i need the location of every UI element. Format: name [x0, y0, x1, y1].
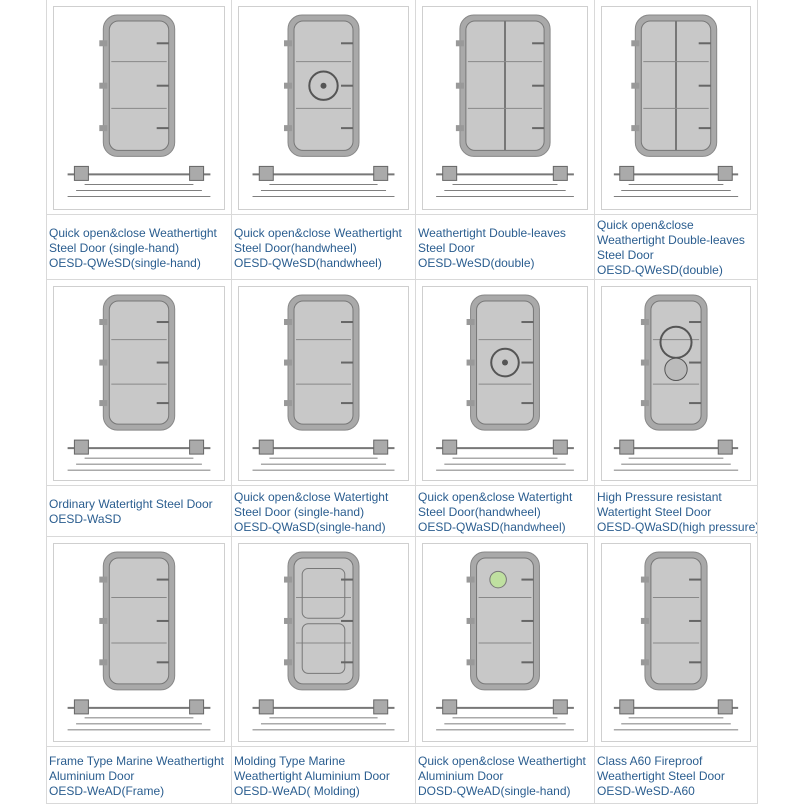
caption-line[interactable]: Weathertight Double-leaves — [418, 225, 566, 240]
product-image-cell-7[interactable] — [416, 280, 595, 485]
handwheel-watertight-door-drawing-icon — [422, 286, 588, 481]
product-image-cell-10[interactable] — [232, 537, 416, 746]
product-image-cell-11[interactable] — [416, 537, 595, 746]
product-image-cell-9[interactable] — [47, 537, 232, 746]
caption-line[interactable]: Class A60 Fireproof — [597, 753, 703, 768]
single-hand-watertight-door-drawing-icon — [238, 286, 409, 481]
caption-model-code[interactable]: OESD-QWaSD(high pressure) — [597, 519, 758, 534]
caption-line[interactable]: Steel Door — [418, 240, 475, 255]
single-hand-door-drawing-icon — [53, 6, 225, 210]
product-image-cell-4[interactable] — [595, 0, 758, 214]
caption-line[interactable]: Steel Door (single-hand) — [49, 240, 180, 255]
product-image-cell-2[interactable] — [232, 0, 416, 214]
caption-line[interactable]: Steel Door — [597, 248, 654, 262]
caption-line[interactable]: Quick open&close Watertight — [418, 489, 573, 504]
watertight-door-drawing-icon — [53, 286, 225, 481]
caption-line[interactable]: Weathertight Aluminium Door — [234, 768, 390, 783]
caption-line[interactable]: Aluminium Door — [49, 768, 135, 783]
caption-model-code[interactable]: OESD-WaSD — [49, 512, 122, 526]
caption-model-code[interactable]: OESD-WeAD(Frame) — [49, 783, 165, 798]
double-leaf-door-drawing-icon — [422, 6, 588, 210]
quick-double-leaf-door-drawing-icon — [601, 6, 751, 210]
caption-line[interactable]: Molding Type Marine — [234, 753, 346, 768]
product-image-cell-6[interactable] — [232, 280, 416, 485]
caption-model-code[interactable]: OESD-QWeSD(single-hand) — [49, 255, 201, 270]
product-image-cell-1[interactable] — [47, 0, 232, 214]
caption-line[interactable]: Frame Type Marine Weathertight — [49, 753, 224, 768]
caption-line[interactable]: Watertight Steel Door — [597, 504, 712, 519]
caption-model-code[interactable]: OESD-WeSD(double) — [418, 255, 535, 270]
a60-fireproof-door-drawing-icon — [601, 543, 751, 742]
caption-line[interactable]: Steel Door(handwheel) — [234, 240, 357, 255]
caption-line[interactable]: High Pressure resistant — [597, 489, 722, 504]
image-row-2 — [47, 280, 758, 486]
frame-aluminium-door-drawing-icon — [53, 543, 225, 742]
caption-model-code[interactable]: OESD-QWaSD(single-hand) — [234, 519, 386, 534]
caption-line[interactable]: Quick open&close Weathertight — [49, 225, 217, 240]
quick-aluminium-door-drawing-icon — [422, 543, 588, 742]
molding-aluminium-door-drawing-icon — [238, 543, 409, 742]
caption-line[interactable]: Steel Door(handwheel) — [418, 504, 541, 519]
product-image-cell-3[interactable] — [416, 0, 595, 214]
caption-model-code[interactable]: OESD-WeSD-A60 — [597, 783, 695, 798]
caption-line[interactable]: Quick open&close Weathertight — [418, 753, 586, 768]
caption-line[interactable]: Aluminium Door — [418, 768, 504, 783]
caption-model-code[interactable]: OESD-QWaSD(handwheel) — [418, 519, 566, 534]
caption-model-code[interactable]: DOSD-QWeAD(single-hand) — [418, 783, 571, 798]
high-pressure-door-drawing-icon — [601, 286, 751, 481]
caption-model-code[interactable]: OESD-QWeSD(double) — [597, 263, 723, 277]
handwheel-door-drawing-icon — [238, 6, 409, 210]
image-row-3 — [47, 537, 758, 747]
caption-model-code[interactable]: OESD-WeAD( Molding) — [234, 783, 360, 798]
product-image-cell-5[interactable] — [47, 280, 232, 485]
product-image-cell-12[interactable] — [595, 537, 758, 746]
caption-line[interactable]: Weathertight Double-leaves — [597, 233, 745, 247]
caption-line[interactable]: Quick open&close Watertight — [234, 489, 389, 504]
caption-line[interactable]: Quick open&close Weathertight — [234, 225, 402, 240]
caption-model-code[interactable]: OESD-QWeSD(handwheel) — [234, 255, 382, 270]
caption-line[interactable]: Quick open&close — [597, 218, 694, 232]
caption-line[interactable]: Ordinary Watertight Steel Door — [49, 497, 213, 511]
caption-line[interactable]: Steel Door (single-hand) — [234, 504, 365, 519]
image-row-1 — [47, 0, 758, 215]
caption-line[interactable]: Weathertight Steel Door — [597, 768, 725, 783]
product-image-cell-8[interactable] — [595, 280, 758, 485]
